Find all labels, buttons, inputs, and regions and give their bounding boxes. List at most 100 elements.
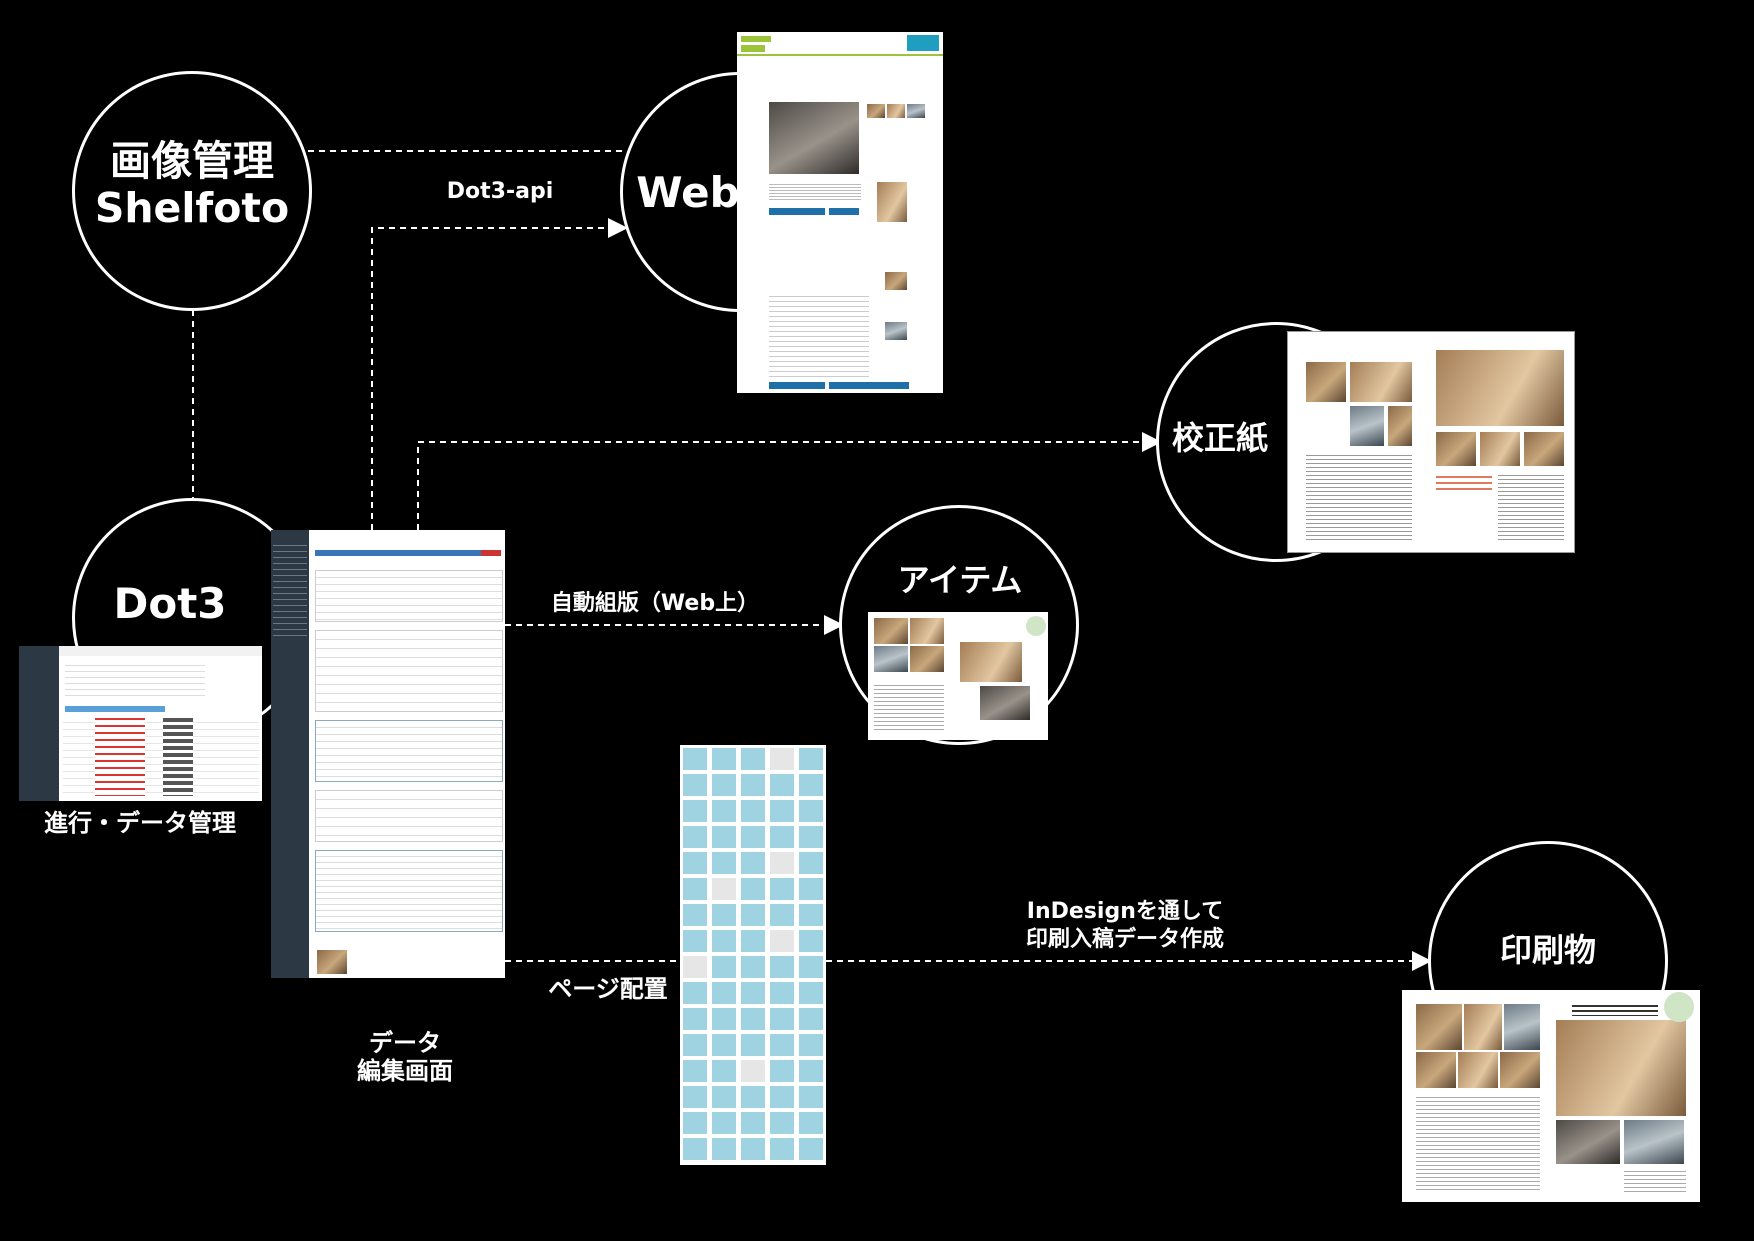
print-spread-screenshot (1402, 990, 1700, 1202)
page-cell (770, 1034, 794, 1056)
page-cell (683, 748, 707, 770)
page-cell (712, 800, 736, 822)
data-edit-line1: データ (369, 1029, 441, 1057)
print-photo-5 (1458, 1052, 1498, 1088)
page-cell (799, 1086, 823, 1108)
web-side-photo-2 (887, 104, 905, 118)
web-title: Web (636, 168, 740, 217)
dot3-list-search-area (65, 660, 205, 700)
page-cell (712, 826, 736, 848)
print-headline (1572, 1002, 1658, 1016)
proof-photo-4 (1388, 406, 1412, 446)
item-photo-4 (910, 646, 944, 672)
page-cell (683, 1060, 707, 1082)
page-layout-grid (680, 745, 826, 1165)
page-cell (683, 904, 707, 926)
page-cell (741, 1060, 765, 1082)
page-cell (683, 852, 707, 874)
web-sidebar-photos (877, 182, 907, 222)
proof-photo-1 (1306, 362, 1346, 402)
item-photo-2 (910, 618, 944, 644)
page-cell (741, 1034, 765, 1056)
web-text-lines (769, 182, 861, 202)
proof-headline (1436, 472, 1492, 494)
proof-photo-7 (1480, 432, 1520, 466)
proof-photo-5 (1436, 350, 1564, 426)
page-cell (770, 904, 794, 926)
edit-sidebar-items (273, 540, 307, 640)
page-cell (770, 800, 794, 822)
proof-photo-2 (1350, 362, 1412, 402)
page-cell (712, 1034, 736, 1056)
page-cell (799, 1112, 823, 1134)
page-cell (741, 930, 765, 952)
print-green-badge (1664, 992, 1694, 1022)
edge-to-proof (417, 432, 1162, 530)
page-cell (741, 1086, 765, 1108)
dot3-list-header (59, 646, 262, 656)
print-photo-9 (1624, 1120, 1684, 1164)
node-shelfoto (72, 71, 312, 311)
page-cell (683, 800, 707, 822)
page-cell (799, 800, 823, 822)
print-photo-8 (1556, 1120, 1620, 1164)
page-cell (770, 1112, 794, 1134)
web-logo (741, 36, 771, 42)
page-cell (799, 774, 823, 796)
page-cell (712, 904, 736, 926)
page-cell (741, 774, 765, 796)
print-text-right (1624, 1168, 1686, 1194)
page-cell (770, 1008, 794, 1030)
page-cell (799, 1138, 823, 1160)
indesign-label: InDesignを通して 印刷入稿データ作成 (1005, 898, 1245, 953)
page-cell (712, 878, 736, 900)
page-cell (712, 1060, 736, 1082)
page-cell (799, 982, 823, 1004)
page-cell (712, 1008, 736, 1030)
page-cell (770, 1086, 794, 1108)
auto-layout-label: 自動組版（Web上） (550, 591, 760, 616)
page-cell (770, 930, 794, 952)
print-photo-2 (1464, 1004, 1502, 1050)
item-text (874, 682, 944, 732)
dot3-list-red-text (95, 718, 145, 796)
page-cell (683, 1034, 707, 1056)
page-cell (741, 1138, 765, 1160)
data-edit-caption: データ 編集画面 (340, 1029, 470, 1085)
web-footer-button (769, 382, 825, 389)
page-cell (741, 852, 765, 874)
page-cell (799, 1034, 823, 1056)
dot3-list-screenshot (19, 646, 262, 801)
edit-form-section-4 (315, 790, 503, 842)
page-cell (712, 982, 736, 1004)
page-cell (799, 930, 823, 952)
page-cell (799, 748, 823, 770)
proof-text-columns-left (1306, 452, 1412, 542)
web-blue-button-2 (829, 208, 859, 215)
shelfoto-line2: Shelfoto (94, 184, 290, 233)
shelfoto-line1: 画像管理 (110, 137, 274, 185)
page-cell (770, 956, 794, 978)
web-page-screenshot (737, 32, 943, 393)
page-cell (712, 748, 736, 770)
page-cell (799, 956, 823, 978)
data-edit-screenshot (271, 530, 505, 978)
indesign-line2: 印刷入稿データ作成 (1025, 926, 1224, 952)
dot3-list-sidebar (19, 646, 59, 801)
page-cell (799, 904, 823, 926)
page-cell (683, 930, 707, 952)
page-cell (770, 748, 794, 770)
web-footer-button-2 (829, 382, 909, 389)
item-photo-3 (874, 646, 908, 672)
page-cell (683, 1086, 707, 1108)
page-cell (770, 982, 794, 1004)
edit-tabs (315, 550, 501, 556)
page-cell (741, 826, 765, 848)
print-photo-6 (1500, 1052, 1540, 1088)
page-cell (741, 878, 765, 900)
edit-form-section-1 (315, 570, 503, 622)
dot3-list-table (63, 716, 259, 798)
print-text-left (1416, 1094, 1540, 1190)
page-cell (770, 1060, 794, 1082)
page-cell (683, 1008, 707, 1030)
